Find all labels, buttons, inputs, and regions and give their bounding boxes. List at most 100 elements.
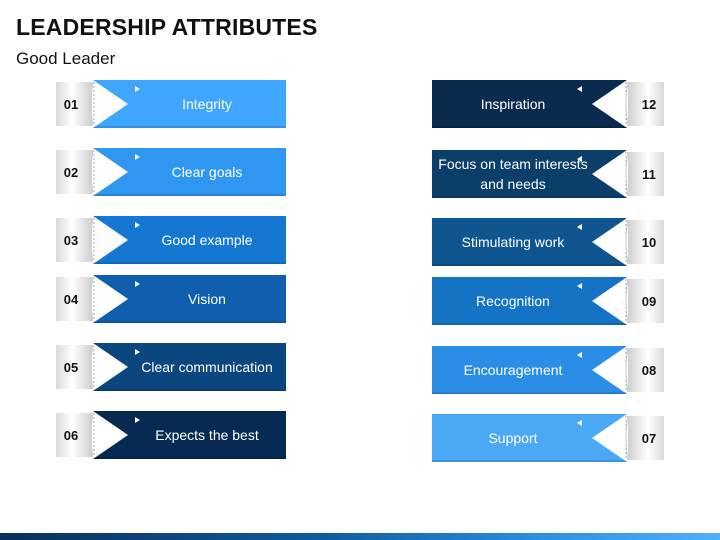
tab-edge xyxy=(625,81,629,127)
item-label: Integrity xyxy=(182,96,232,112)
number-tab xyxy=(628,82,664,126)
item-label: Focus on team interests and needs xyxy=(438,156,588,192)
item-label: Vision xyxy=(188,291,226,307)
banner-shadow xyxy=(93,194,286,196)
item-shape xyxy=(432,218,664,266)
banner-shadow xyxy=(93,321,286,323)
attribute-item-12: Inspiration 12 xyxy=(432,80,664,128)
item-number: 01 xyxy=(63,96,79,112)
banner-shadow xyxy=(432,460,627,462)
number-tab xyxy=(56,150,92,194)
item-shape xyxy=(432,346,664,394)
item-shape xyxy=(56,275,286,323)
item-number: 06 xyxy=(63,427,79,443)
item-label: Inspiration xyxy=(480,96,546,112)
bottom-accent-bar xyxy=(0,533,720,540)
number-tab xyxy=(628,348,664,392)
arrow-notch xyxy=(93,216,128,264)
arrow-notch xyxy=(592,277,627,325)
item-shape xyxy=(56,216,286,264)
attribute-item-07: Support 07 xyxy=(432,414,664,462)
page-title: LEADERSHIP ATTRIBUTES xyxy=(16,14,318,40)
arrow-notch xyxy=(592,150,627,198)
attribute-item-10: Stimulating work 10 xyxy=(432,218,664,266)
item-label: Support xyxy=(488,430,538,446)
marker-triangle xyxy=(135,154,140,160)
item-label: Encouragement xyxy=(463,362,563,378)
item-shape xyxy=(56,148,286,196)
marker-triangle xyxy=(577,283,582,289)
item-shape xyxy=(432,150,664,198)
marker-triangle xyxy=(577,352,582,358)
attribute-item-02: 02 Clear goals xyxy=(56,148,288,196)
tab-edge xyxy=(625,278,629,324)
tab-edge xyxy=(625,347,629,393)
arrow-notch xyxy=(592,218,627,266)
arrow-notch xyxy=(93,148,128,196)
item-label: Clear communication xyxy=(141,359,273,375)
attribute-item-08: Encouragement 08 xyxy=(432,346,664,394)
item-shape xyxy=(56,80,286,128)
arrow-notch xyxy=(592,80,627,128)
item-number: 03 xyxy=(63,232,79,248)
attribute-item-09: Recognition 09 xyxy=(432,277,664,325)
tab-edge xyxy=(625,415,629,461)
attribute-item-05: 05 Clear communication xyxy=(56,343,288,391)
item-label: Clear goals xyxy=(171,164,243,180)
arrow-notch xyxy=(592,346,627,394)
marker-triangle xyxy=(135,349,140,355)
number-tab xyxy=(56,345,92,389)
item-number: 10 xyxy=(641,234,657,250)
number-tab xyxy=(56,277,92,321)
banner-shadow xyxy=(93,457,286,459)
marker-triangle xyxy=(577,156,582,162)
number-tab xyxy=(628,152,664,196)
tab-edge xyxy=(625,219,629,265)
number-tab xyxy=(628,416,664,460)
banner-shadow xyxy=(93,126,286,128)
arrow-notch xyxy=(93,343,128,391)
item-shape xyxy=(56,343,286,391)
marker-triangle xyxy=(577,86,582,92)
item-label: Stimulating work xyxy=(461,234,565,250)
item-number: 09 xyxy=(641,293,657,309)
arrow-notch xyxy=(93,275,128,323)
marker-triangle xyxy=(577,224,582,230)
attribute-item-04: 04 Vision xyxy=(56,275,288,323)
page-subtitle: Good Leader xyxy=(16,49,116,68)
arrow-notch xyxy=(93,411,128,459)
item-shape xyxy=(432,80,664,128)
marker-triangle xyxy=(135,281,140,287)
number-tab xyxy=(628,279,664,323)
banner-shadow xyxy=(93,389,286,391)
banner-shadow xyxy=(432,196,627,198)
item-label: Recognition xyxy=(476,293,550,309)
arrow-notch xyxy=(592,414,627,462)
item-number: 05 xyxy=(63,359,79,375)
attribute-item-06: 06 Expects the best xyxy=(56,411,288,459)
marker-triangle xyxy=(135,86,140,92)
banner-shadow xyxy=(93,262,286,264)
attribute-item-11: Focus on team interests and needs 11 xyxy=(432,150,664,198)
attribute-item-01: 01 Integrity xyxy=(56,80,288,128)
number-tab xyxy=(56,413,92,457)
item-shape xyxy=(56,411,286,459)
arrow-notch xyxy=(93,80,128,128)
tab-edge xyxy=(625,151,629,197)
number-tab xyxy=(56,82,92,126)
banner-shadow xyxy=(432,126,627,128)
item-label: Expects the best xyxy=(155,427,259,443)
marker-triangle xyxy=(135,417,140,423)
attribute-item-03: 03 Good example xyxy=(56,216,288,264)
item-number: 12 xyxy=(641,96,657,112)
item-number: 04 xyxy=(63,291,79,307)
number-tab xyxy=(628,220,664,264)
banner-shadow xyxy=(432,392,627,394)
banner-shadow xyxy=(432,264,627,266)
marker-triangle xyxy=(135,222,140,228)
number-tab xyxy=(56,218,92,262)
item-number: 11 xyxy=(642,166,656,182)
item-number: 07 xyxy=(641,430,657,446)
marker-triangle xyxy=(577,420,582,426)
item-label: Good example xyxy=(161,232,253,248)
